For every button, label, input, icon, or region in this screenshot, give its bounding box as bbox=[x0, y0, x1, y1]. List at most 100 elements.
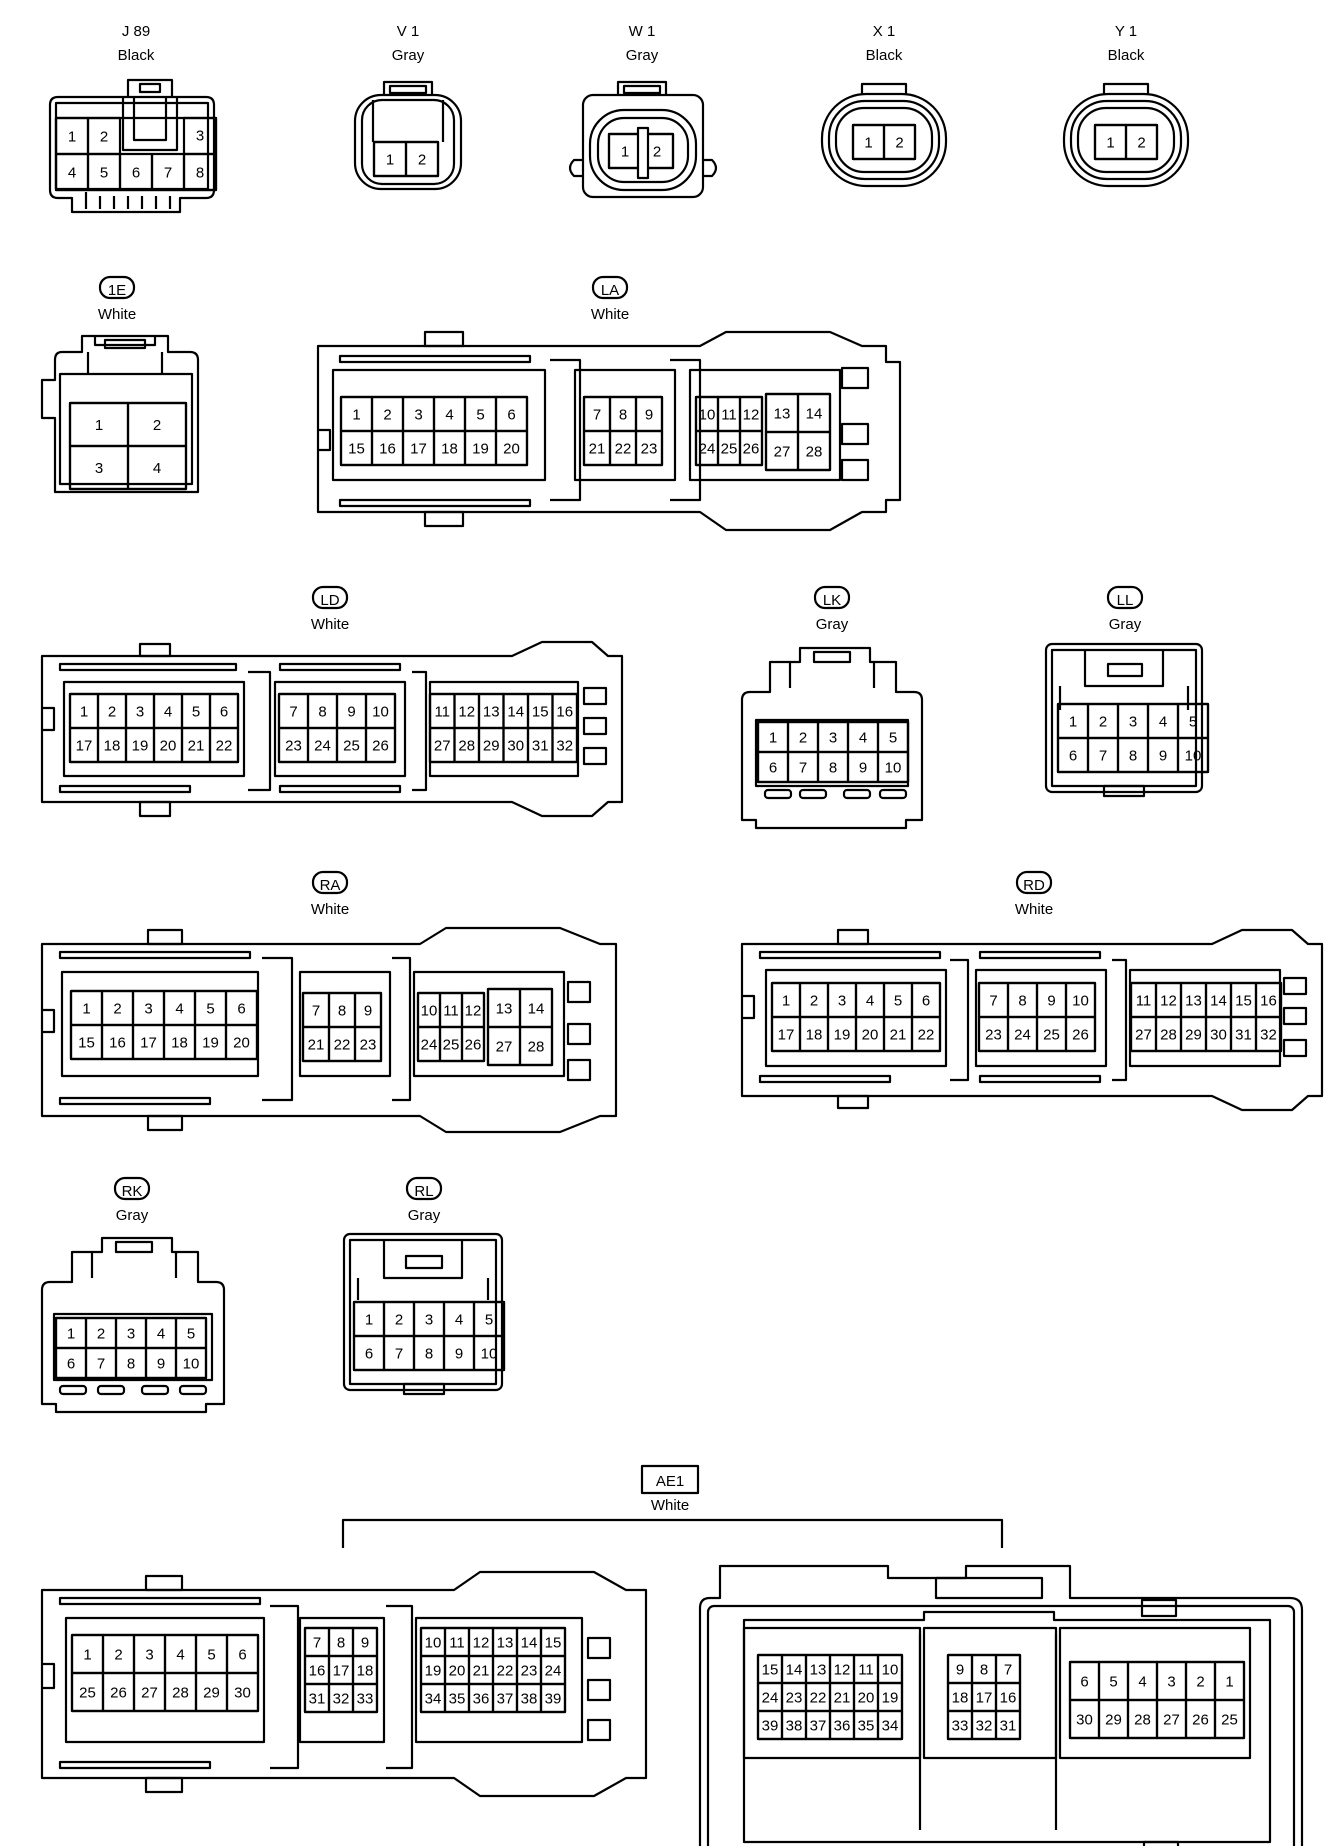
pin-3: 3 bbox=[136, 704, 144, 721]
pin-12: 12 bbox=[1160, 993, 1177, 1010]
pin-3: 3 bbox=[829, 730, 837, 747]
pin-4: 4 bbox=[176, 1647, 184, 1664]
pin-2: 2 bbox=[383, 407, 391, 424]
pin-22: 22 bbox=[918, 1027, 935, 1044]
pin-25: 25 bbox=[1221, 1712, 1238, 1729]
pin-1: 1 bbox=[1069, 714, 1077, 731]
pin-23: 23 bbox=[786, 1690, 803, 1707]
pin-4: 4 bbox=[1138, 1674, 1146, 1691]
pin-2: 2 bbox=[799, 730, 807, 747]
pin-1: 1 bbox=[386, 152, 394, 169]
pin-30: 30 bbox=[1210, 1027, 1227, 1044]
pin-5: 5 bbox=[485, 1312, 493, 1329]
connector-color-x1: Black bbox=[866, 47, 903, 64]
pin-8: 8 bbox=[425, 1346, 433, 1363]
pin-30: 30 bbox=[234, 1685, 251, 1702]
pin-4: 4 bbox=[157, 1326, 165, 1343]
pin-19: 19 bbox=[202, 1035, 219, 1052]
pin-28: 28 bbox=[1134, 1712, 1151, 1729]
pin-23: 23 bbox=[641, 441, 658, 458]
pin-1: 1 bbox=[1106, 135, 1114, 152]
connector-color-y1: Black bbox=[1108, 47, 1145, 64]
pin-5: 5 bbox=[1109, 1674, 1117, 1691]
connector-color-rk: Gray bbox=[116, 1207, 149, 1224]
pin-27: 27 bbox=[496, 1039, 513, 1056]
pin-21: 21 bbox=[473, 1663, 490, 1680]
pin-28: 28 bbox=[172, 1685, 189, 1702]
pin-20: 20 bbox=[858, 1690, 875, 1707]
pin-7: 7 bbox=[799, 760, 807, 777]
connector-id-ll: LL bbox=[1117, 592, 1134, 609]
pin-29: 29 bbox=[1185, 1027, 1202, 1044]
pin-26: 26 bbox=[1072, 1027, 1089, 1044]
pin-22: 22 bbox=[216, 738, 233, 755]
pin-10: 10 bbox=[425, 1635, 442, 1652]
pin-7: 7 bbox=[593, 407, 601, 424]
pin-13: 13 bbox=[810, 1662, 827, 1679]
pin-13: 13 bbox=[496, 1001, 513, 1018]
pin-14: 14 bbox=[528, 1001, 545, 1018]
pin-6: 6 bbox=[132, 165, 140, 182]
connector-id-x1: X 1 bbox=[873, 23, 896, 40]
pin-2: 2 bbox=[153, 417, 161, 434]
pin-6: 6 bbox=[238, 1647, 246, 1664]
connector-color-la: White bbox=[591, 306, 629, 323]
pin-33: 33 bbox=[952, 1718, 969, 1735]
pin-15: 15 bbox=[532, 704, 549, 721]
connector-color-rd: White bbox=[1015, 901, 1053, 918]
pin-4: 4 bbox=[164, 704, 172, 721]
pin-8: 8 bbox=[127, 1356, 135, 1373]
pin-22: 22 bbox=[334, 1037, 351, 1054]
pin-10: 10 bbox=[372, 704, 389, 721]
pin-37: 37 bbox=[497, 1691, 514, 1708]
pin-27: 27 bbox=[1163, 1712, 1180, 1729]
pin-9: 9 bbox=[347, 704, 355, 721]
pin-1: 1 bbox=[83, 1647, 91, 1664]
pin-28: 28 bbox=[806, 444, 823, 461]
pin-1: 1 bbox=[621, 144, 629, 161]
pin-25: 25 bbox=[79, 1685, 96, 1702]
pin-23: 23 bbox=[521, 1663, 538, 1680]
pin-8: 8 bbox=[829, 760, 837, 777]
pin-13: 13 bbox=[774, 406, 791, 423]
pin-3: 3 bbox=[145, 1647, 153, 1664]
pin-7: 7 bbox=[313, 1635, 321, 1652]
pin-6: 6 bbox=[1080, 1674, 1088, 1691]
pin-17: 17 bbox=[778, 1027, 795, 1044]
pin-6: 6 bbox=[922, 993, 930, 1010]
pin-5: 5 bbox=[206, 1001, 214, 1018]
pin-2: 2 bbox=[810, 993, 818, 1010]
pin-12: 12 bbox=[465, 1003, 482, 1020]
pin-8: 8 bbox=[980, 1662, 988, 1679]
pin-24: 24 bbox=[314, 738, 331, 755]
pin-39: 39 bbox=[762, 1718, 779, 1735]
pin-9: 9 bbox=[157, 1356, 165, 1373]
connector-color-lk: Gray bbox=[816, 616, 849, 633]
pin-5: 5 bbox=[889, 730, 897, 747]
pin-16: 16 bbox=[379, 441, 396, 458]
pin-5: 5 bbox=[187, 1326, 195, 1343]
pin-16: 16 bbox=[556, 704, 573, 721]
pin-5: 5 bbox=[894, 993, 902, 1010]
pin-19: 19 bbox=[472, 441, 489, 458]
pin-8: 8 bbox=[338, 1003, 346, 1020]
pin-7: 7 bbox=[97, 1356, 105, 1373]
pin-3: 3 bbox=[196, 128, 204, 145]
pin-1: 1 bbox=[769, 730, 777, 747]
pin-36: 36 bbox=[473, 1691, 490, 1708]
pin-11: 11 bbox=[858, 1662, 874, 1679]
pin-24: 24 bbox=[545, 1663, 562, 1680]
pin-14: 14 bbox=[1210, 993, 1227, 1010]
pin-9: 9 bbox=[361, 1635, 369, 1652]
pin-28: 28 bbox=[1160, 1027, 1177, 1044]
pin-9: 9 bbox=[645, 407, 653, 424]
pin-10: 10 bbox=[882, 1662, 899, 1679]
pin-34: 34 bbox=[425, 1691, 442, 1708]
pin-30: 30 bbox=[507, 738, 524, 755]
